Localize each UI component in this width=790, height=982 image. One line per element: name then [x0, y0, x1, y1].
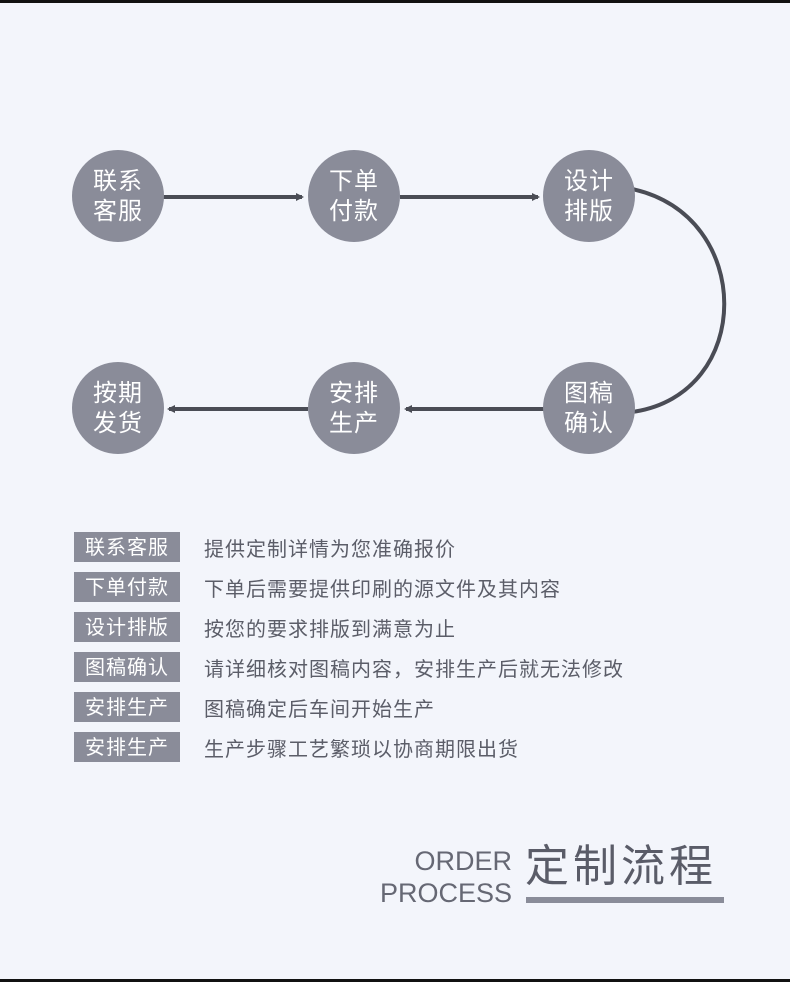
node-production-line1: 安排	[329, 379, 379, 407]
step-tag: 设计排版	[74, 612, 180, 642]
node-design: 设计 排版	[543, 150, 635, 242]
flow-connectors	[163, 187, 727, 414]
title-en-line2: PROCESS	[379, 878, 512, 908]
bottom-border	[0, 979, 790, 982]
node-production: 安排 生产	[308, 362, 400, 454]
node-payment: 下单 付款	[308, 150, 400, 242]
node-production-line2: 生产	[329, 409, 379, 437]
node-design-line1: 设计	[564, 167, 614, 195]
step-row: 安排生产 生产步骤工艺繁琐以协商期限出货	[74, 727, 624, 767]
process-flow-diagram: 联系 客服 下单 付款 设计 排版 图稿 确认 安排 生产 按期 发货	[72, 150, 727, 454]
step-tag: 联系客服	[74, 532, 180, 562]
node-contact-line2: 客服	[93, 197, 143, 225]
step-row: 图稿确认 请详细核对图稿内容，安排生产后就无法修改	[74, 647, 624, 687]
node-confirm: 图稿 确认	[543, 362, 635, 454]
top-border	[0, 0, 790, 3]
node-contact: 联系 客服	[72, 150, 164, 242]
node-payment-line1: 下单	[329, 167, 379, 195]
step-row: 安排生产 图稿确定后车间开始生产	[74, 687, 624, 727]
step-tag: 安排生产	[74, 732, 180, 762]
step-description: 下单后需要提供印刷的源文件及其内容	[204, 576, 561, 601]
node-design-line2: 排版	[564, 197, 614, 225]
node-delivery-line1: 按期	[93, 379, 143, 407]
step-row: 设计排版 按您的要求排版到满意为止	[74, 607, 624, 647]
step-description: 请详细核对图稿内容，安排生产后就无法修改	[204, 656, 624, 681]
step-tag: 下单付款	[74, 572, 180, 602]
node-delivery: 按期 发货	[72, 362, 164, 454]
step-tag: 图稿确认	[74, 652, 180, 682]
step-tag: 安排生产	[74, 692, 180, 722]
title-underline-bar	[526, 897, 724, 903]
node-contact-line1: 联系	[93, 167, 143, 195]
step-list: 联系客服 提供定制详情为您准确报价 下单付款 下单后需要提供印刷的源文件及其内容…	[74, 527, 624, 767]
step-description: 提供定制详情为您准确报价	[204, 536, 456, 561]
step-description: 图稿确定后车间开始生产	[204, 696, 435, 721]
step-row: 下单付款 下单后需要提供印刷的源文件及其内容	[74, 567, 624, 607]
node-delivery-line2: 发货	[93, 409, 143, 437]
node-confirm-line1: 图稿	[564, 379, 614, 407]
step-description: 按您的要求排版到满意为止	[204, 616, 456, 641]
node-confirm-line2: 确认	[564, 409, 614, 437]
step-row: 联系客服 提供定制详情为您准确报价	[74, 527, 624, 567]
step-description: 生产步骤工艺繁琐以协商期限出货	[204, 736, 519, 761]
node-payment-line2: 付款	[329, 197, 379, 225]
title-en-line1: ORDER	[414, 846, 512, 876]
footer-title: ORDER PROCESS 定制流程	[360, 840, 740, 920]
connector-curve-design-to-confirm	[631, 187, 727, 414]
title-zh: 定制流程	[525, 841, 717, 892]
